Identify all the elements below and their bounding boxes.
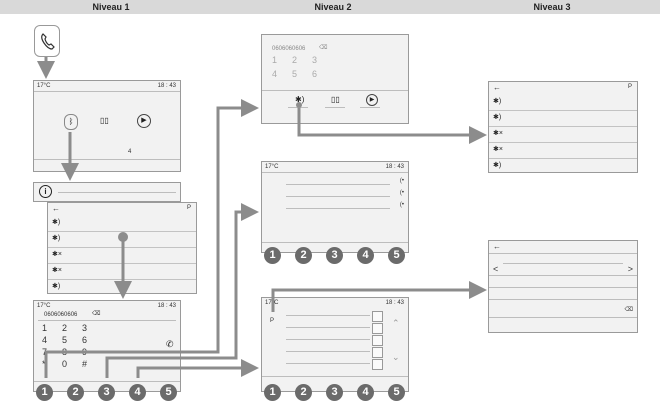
search-icon[interactable]: P	[270, 318, 275, 324]
bluetooth-off-icon[interactable]: ✱×	[52, 251, 62, 258]
screen-info: i	[33, 182, 181, 202]
bluetooth-icon[interactable]: ✱)	[52, 283, 61, 290]
arrow-badge1-to-dial	[44, 99, 259, 378]
search-icon[interactable]: P	[627, 84, 632, 90]
arrow-badge3-to-calls	[105, 203, 259, 378]
arrow-dot	[296, 102, 302, 108]
key-5[interactable]: 5	[292, 69, 298, 79]
bluetooth-icon[interactable]: ✱)	[52, 219, 61, 226]
badge-5: 5	[388, 384, 405, 401]
arrow-dot	[118, 232, 128, 242]
contacts-icon[interactable]: ▯▯	[100, 116, 109, 125]
badge-3: 3	[326, 384, 343, 401]
screen-dial-l2: 0606060606 ⌫ 1 2 3 4 5 6 ✱) ▯▯ ▶	[261, 34, 409, 124]
screen-calls-l2: 17°C 18 : 43 (• (• (•	[261, 161, 409, 253]
badge-1: 1	[264, 384, 281, 401]
key-3[interactable]: 4	[42, 335, 48, 345]
call-in-icon: (•	[399, 190, 404, 196]
key-2[interactable]: 2	[292, 55, 298, 65]
badge-3: 3	[98, 384, 115, 401]
arrow-bt-to-list	[297, 108, 487, 144]
bluetooth-off-icon[interactable]: ✱×	[493, 146, 503, 153]
header-level-3: Niveau 3	[444, 0, 660, 14]
info-icon: i	[39, 185, 52, 198]
phone-button[interactable]	[34, 25, 60, 57]
key-6[interactable]: 6	[312, 69, 318, 79]
screen-home: 17°C 18 : 43 ᛒ ▯▯ ▶ 4	[33, 80, 181, 172]
key-3[interactable]: 3	[312, 55, 318, 65]
bluetooth-off-icon[interactable]: ✱×	[493, 130, 503, 137]
phone-icon	[41, 33, 55, 50]
key-4[interactable]: 5	[62, 335, 68, 345]
screen-contacts-l2: 17°C 18 : 43 P ⌃ ⌄	[261, 297, 409, 392]
screen-detail-l3: ← < > ⌫	[488, 240, 638, 333]
badge-2: 2	[295, 247, 312, 264]
badge-4: 4	[357, 384, 374, 401]
call-icon[interactable]: ✆	[166, 339, 174, 349]
badge-5: 5	[160, 384, 177, 401]
nav-left-icon[interactable]: <	[493, 264, 499, 274]
back-arrow-icon[interactable]: ←	[493, 242, 501, 251]
arrow-search-to-detail	[271, 281, 487, 312]
search-icon[interactable]: P	[186, 205, 191, 211]
key-1[interactable]: 1	[272, 55, 278, 65]
bluetooth-icon[interactable]: ✱)	[493, 162, 502, 169]
bluetooth-icon[interactable]: ✱)	[493, 98, 502, 105]
checkbox[interactable]	[372, 347, 383, 358]
arrow-badge4-to-contacts	[136, 359, 259, 378]
clock: 18 : 43	[157, 83, 176, 89]
key-5[interactable]: 6	[82, 335, 88, 345]
scroll-down-icon[interactable]: ⌄	[392, 352, 400, 362]
bluetooth-icon[interactable]: ✱)	[295, 95, 305, 104]
temperature: 17°C	[37, 83, 51, 89]
back-arrow-icon[interactable]: ←	[493, 83, 501, 92]
key-9[interactable]: *	[42, 359, 46, 369]
badge-4: 4	[357, 247, 374, 264]
checkbox[interactable]	[372, 359, 383, 370]
play-icon[interactable]: ▶	[137, 114, 151, 128]
badge-2: 2	[295, 384, 312, 401]
page-mark: 4	[128, 149, 132, 155]
badge-4: 4	[129, 384, 146, 401]
badge-1: 1	[36, 384, 53, 401]
backspace-icon[interactable]: ⌫	[319, 45, 328, 51]
contacts-icon[interactable]: ▯▯	[331, 95, 340, 104]
checkbox[interactable]	[372, 311, 383, 322]
bluetooth-icon[interactable]: ✱)	[52, 235, 61, 242]
badge-3: 3	[326, 247, 343, 264]
call-in-icon: (•	[399, 178, 404, 184]
backspace-icon[interactable]: ⌫	[624, 307, 633, 313]
screen-bt-list-l3: ← P ✱) ✱) ✱× ✱× ✱)	[488, 81, 638, 173]
checkbox[interactable]	[372, 335, 383, 346]
checkbox[interactable]	[372, 323, 383, 334]
scroll-up-icon[interactable]: ⌃	[392, 318, 400, 328]
key-0[interactable]: 1	[42, 323, 48, 333]
key-2[interactable]: 3	[82, 323, 88, 333]
bluetooth-icon[interactable]: ᛒ	[64, 114, 78, 130]
backspace-icon[interactable]: ⌫	[92, 311, 101, 317]
key-11[interactable]: #	[82, 359, 88, 369]
key-4[interactable]: 4	[272, 69, 278, 79]
bluetooth-icon[interactable]: ✱)	[493, 114, 502, 121]
badge-2: 2	[67, 384, 84, 401]
bluetooth-off-icon[interactable]: ✱×	[52, 267, 62, 274]
play-icon[interactable]: ▶	[366, 94, 378, 106]
nav-right-icon[interactable]: >	[627, 264, 633, 274]
key-1[interactable]: 2	[62, 323, 68, 333]
call-in-icon: (•	[399, 202, 404, 208]
dialed-number: 0606060606	[44, 312, 78, 318]
back-arrow-icon[interactable]: ←	[52, 204, 60, 213]
badge-5: 5	[388, 247, 405, 264]
badge-1: 1	[264, 247, 281, 264]
key-10[interactable]: 0	[62, 359, 68, 369]
